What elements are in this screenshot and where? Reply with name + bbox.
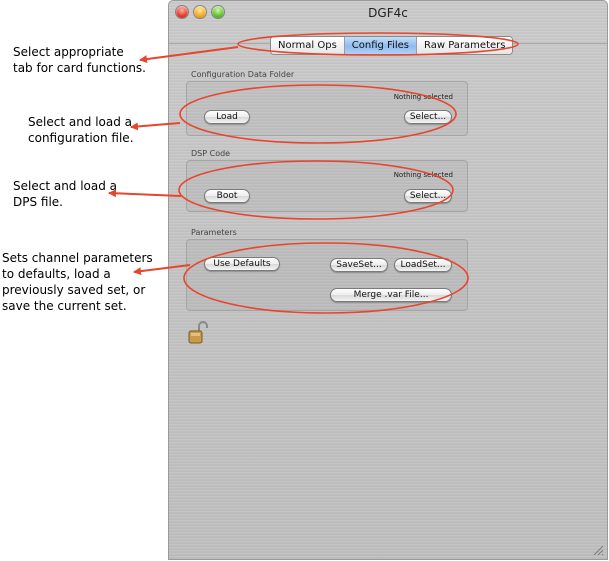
config-arrow — [130, 122, 181, 131]
dsp-code-label: DSP Code — [191, 149, 231, 158]
annotation-line: to defaults, load a — [2, 267, 111, 281]
boot-button[interactable]: Boot — [204, 189, 250, 203]
lock-open-icon[interactable] — [188, 321, 208, 345]
minimize-button[interactable] — [194, 6, 206, 18]
dsp-select-button[interactable]: Select... — [404, 189, 452, 203]
dsp-arrow — [108, 189, 182, 198]
annotation-line: previously saved set, or — [2, 283, 146, 297]
annotation-line: Sets channel parameters — [2, 251, 153, 265]
tabs-highlight-ellipse — [237, 32, 519, 56]
config-folder-label: Configuration Data Folder — [191, 70, 295, 79]
annotation-line: save the current set. — [2, 299, 127, 313]
close-button[interactable] — [176, 6, 188, 18]
annotation-line: configuration file. — [28, 131, 134, 145]
config-select-button[interactable]: Select... — [404, 110, 452, 124]
annotation-dsp: Select and load a DPS file. — [13, 178, 117, 210]
config-highlight-ellipse — [179, 84, 457, 144]
dsp-highlight-ellipse — [178, 160, 454, 220]
annotation-line: tab for card functions. — [13, 61, 146, 75]
loadset-button[interactable]: LoadSet... — [394, 258, 452, 272]
app-window: DGF4c Normal Ops Config Files Raw Parame… — [168, 0, 608, 560]
parameters-group: Use Defaults SaveSet... LoadSet... Merge… — [186, 239, 468, 311]
annotation-line: Select and load a — [13, 179, 118, 193]
window-title: DGF4c — [368, 6, 408, 20]
tab-raw-parameters[interactable]: Raw Parameters — [417, 37, 513, 54]
config-folder-group: Nothing selected Load Select... — [186, 81, 468, 136]
use-defaults-button[interactable]: Use Defaults — [204, 257, 280, 271]
resize-grip-icon[interactable] — [592, 544, 604, 556]
load-button[interactable]: Load — [204, 110, 250, 124]
annotation-line: Select appropriate — [13, 45, 124, 59]
parameters-label: Parameters — [191, 228, 237, 237]
saveset-button[interactable]: SaveSet... — [330, 258, 388, 272]
tabs-arrow — [139, 46, 239, 64]
annotation-parameters: Sets channel parameters to defaults, loa… — [2, 250, 153, 314]
zoom-button[interactable] — [212, 6, 224, 18]
annotation-config: Select and load a configuration file. — [28, 114, 134, 146]
parameters-arrow — [133, 264, 191, 276]
annotation-line: Select and load a — [28, 115, 133, 129]
title-bar: DGF4c — [169, 1, 607, 25]
parameters-highlight-ellipse — [183, 242, 469, 314]
tab-config-files[interactable]: Config Files — [344, 37, 418, 54]
annotation-line: DPS file. — [13, 195, 63, 209]
dsp-status: Nothing selected — [393, 171, 453, 179]
tab-normal-ops[interactable]: Normal Ops — [271, 37, 345, 54]
annotation-tabs: Select appropriate tab for card function… — [13, 44, 146, 76]
config-status: Nothing selected — [393, 93, 453, 101]
